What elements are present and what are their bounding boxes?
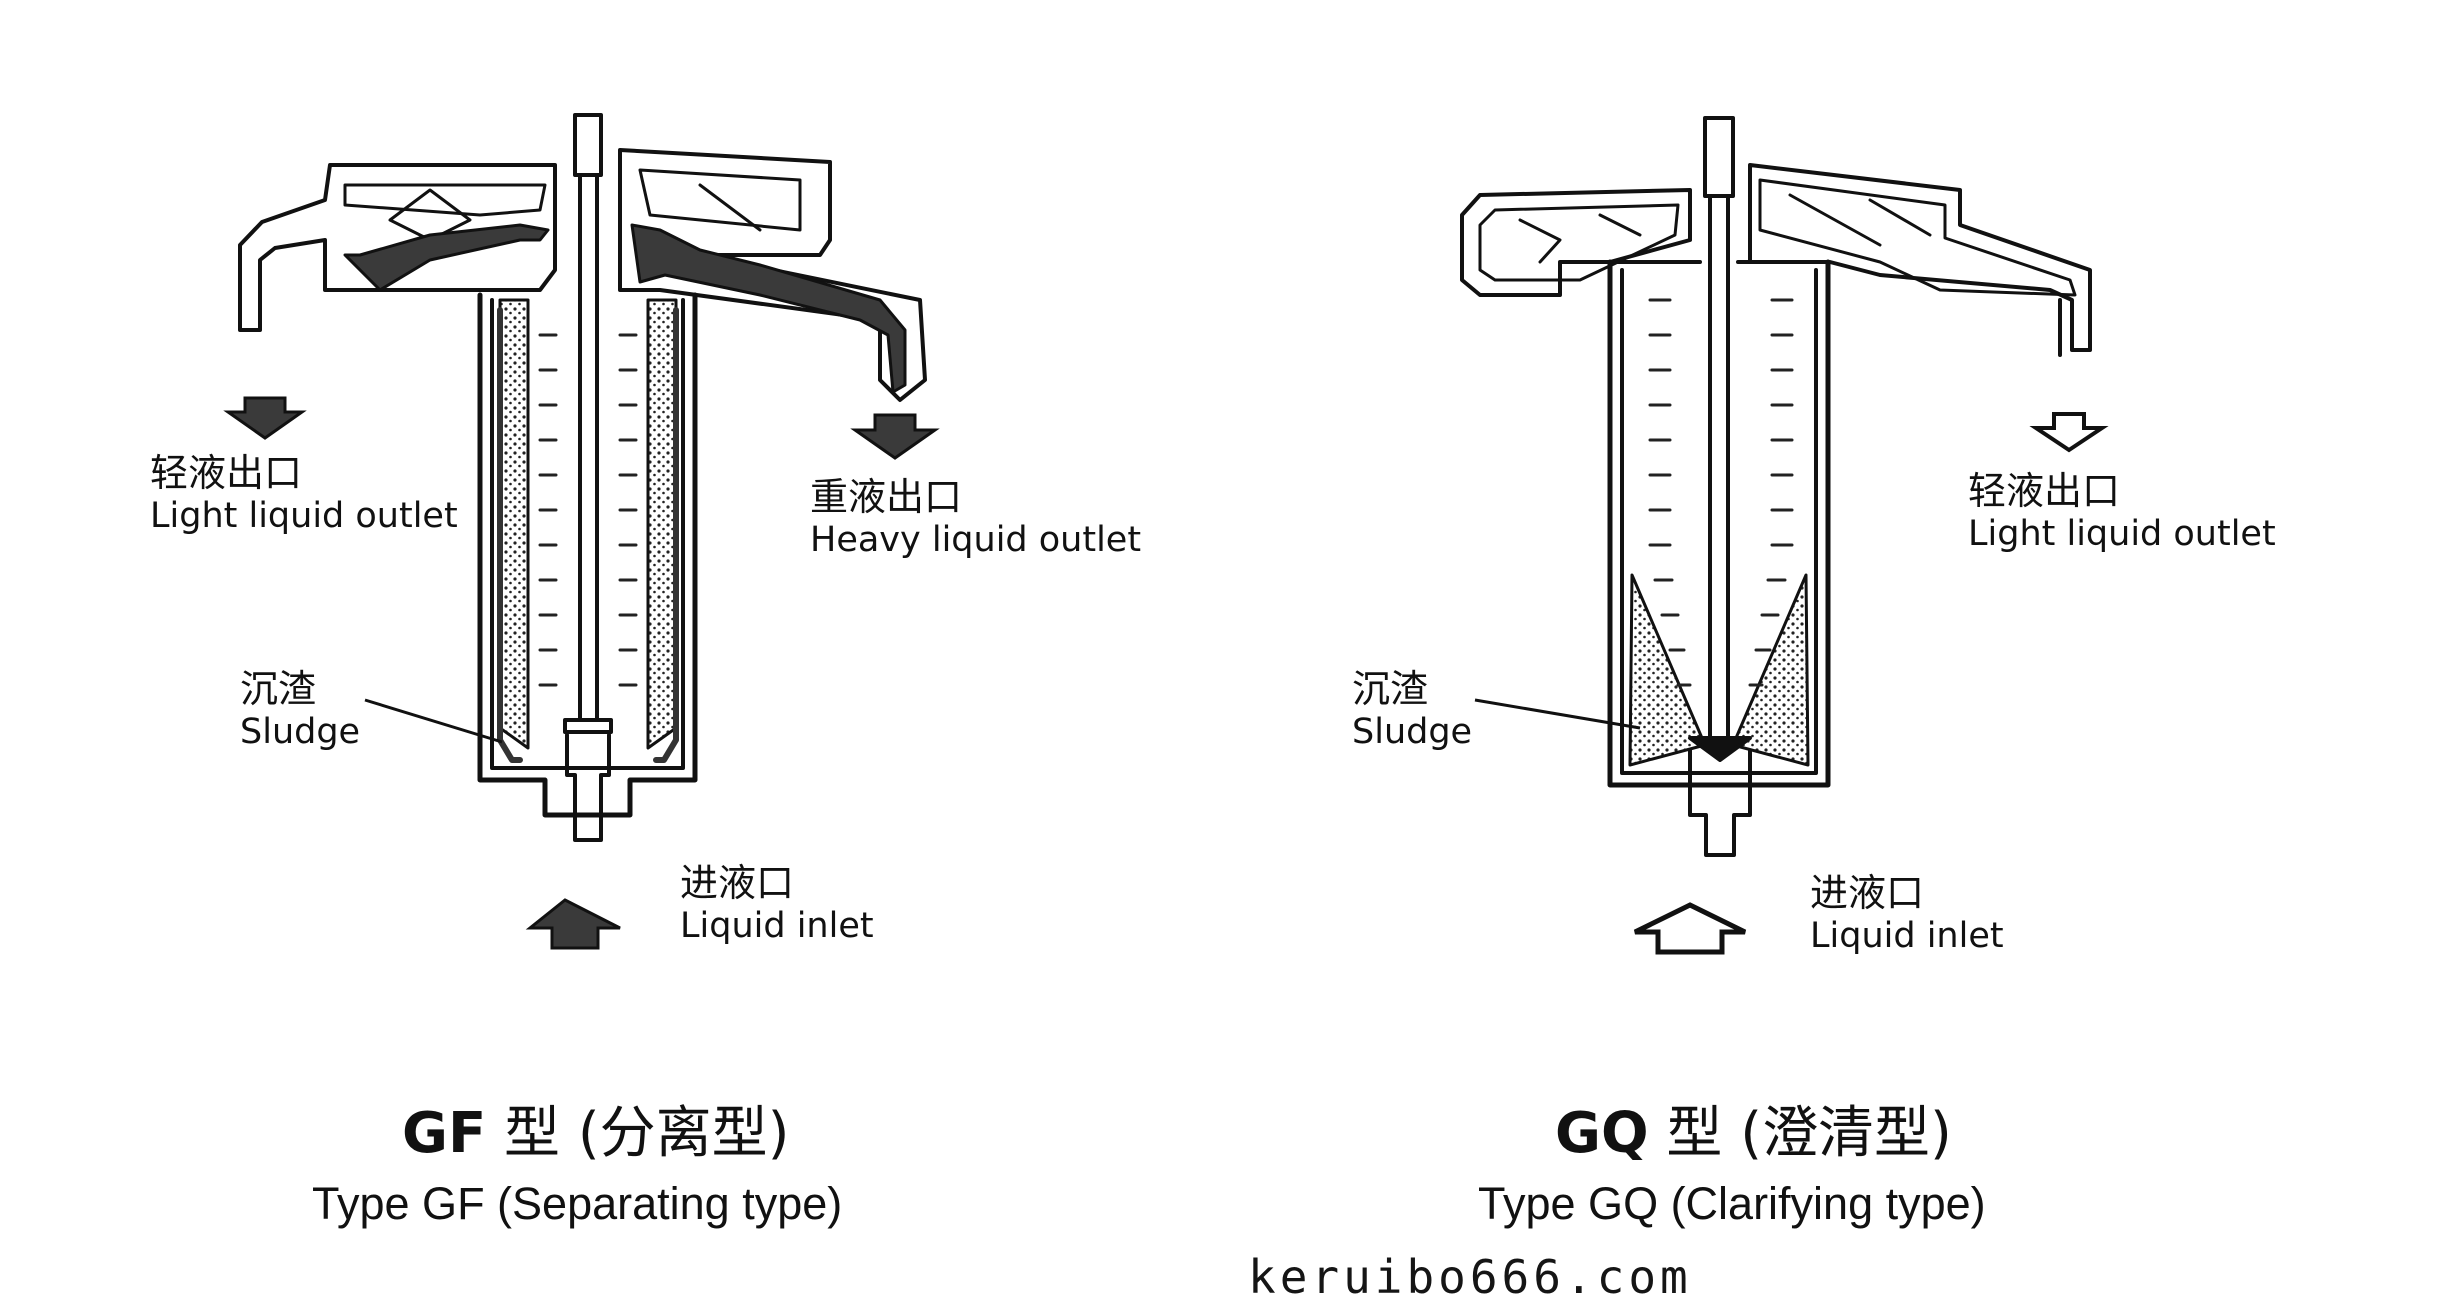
gf-sludge-label: 沉渣 Sludge <box>240 667 361 752</box>
gf-title-en: Type GF (Separating type) <box>312 1178 843 1229</box>
gf-inlet-zh: 进液口 <box>680 861 795 905</box>
gq-title-en: Type GQ (Clarifying type) <box>1478 1178 1986 1229</box>
gq-inlet-arrow <box>1633 902 1747 955</box>
gf-heavy-outlet-label: 重液出口 Heavy liquid outlet <box>810 475 1142 560</box>
gf-light-outlet-zh: 轻液出口 <box>150 451 303 495</box>
gf-bowl <box>477 292 698 818</box>
gf-feed-tube <box>565 113 611 842</box>
gq-light-outlet-label: 轻液出口 Light liquid outlet <box>1968 469 2276 554</box>
gf-sludge-en: Sludge <box>240 711 361 752</box>
gq-sludge-label: 沉渣 Sludge <box>1352 667 1473 752</box>
gf-heavy-outlet-zh: 重液出口 <box>810 475 963 519</box>
gq-title-code: GQ <box>1555 1101 1649 1166</box>
gq-bowl <box>1607 259 1831 788</box>
gq-feed-tube <box>1688 116 1752 857</box>
gf-light-outlet-head <box>238 163 557 332</box>
gq-light-outlet-arrow <box>2029 412 2109 453</box>
gf-inlet-en: Liquid inlet <box>680 905 874 946</box>
gf-title-suffix: 型 (分离型) <box>504 1101 790 1166</box>
gq-inlet-en: Liquid inlet <box>1810 915 2004 956</box>
gf-separator-diagram <box>238 113 927 842</box>
gf-heavy-outlet-head <box>618 148 927 402</box>
gf-title-code: GF <box>402 1101 487 1166</box>
gq-clarifier-diagram <box>1460 116 2092 857</box>
gf-inlet-label: 进液口 Liquid inlet <box>680 861 874 946</box>
watermark-text: keruibo666.com <box>1248 1250 1692 1304</box>
gf-liquid-dashes <box>538 333 638 687</box>
gq-sludge-en: Sludge <box>1352 711 1473 752</box>
gq-liquid-dashes <box>1648 298 1794 687</box>
gf-light-outlet-en: Light liquid outlet <box>150 495 458 536</box>
gq-title-zh: GQ 型 (澄清型) <box>1555 1088 1952 1169</box>
gf-light-outlet-label: 轻液出口 Light liquid outlet <box>150 451 458 536</box>
gq-inlet-label: 进液口 Liquid inlet <box>1810 871 2004 956</box>
gf-inlet-arrow <box>525 898 621 950</box>
gf-sludge-leader-line <box>364 698 503 744</box>
gq-inlet-zh: 进液口 <box>1810 871 1925 915</box>
gq-title-suffix: 型 (澄清型) <box>1666 1101 1952 1166</box>
gf-title-zh: GF 型 (分离型) <box>402 1088 790 1169</box>
gq-light-outlet-zh: 轻液出口 <box>1968 469 2121 513</box>
gq-sludge-zh: 沉渣 <box>1352 667 1429 711</box>
gq-left-head <box>1460 188 1692 297</box>
gf-heavy-outlet-en: Heavy liquid outlet <box>810 519 1142 560</box>
gq-sludge-leader-line <box>1474 698 1641 730</box>
gq-light-outlet-head <box>1748 163 2092 357</box>
gf-sludge-zh: 沉渣 <box>240 667 317 711</box>
gq-light-outlet-en: Light liquid outlet <box>1968 513 2276 554</box>
gf-heavy-outlet-arrow <box>850 413 940 460</box>
gf-light-outlet-arrow <box>223 396 307 440</box>
